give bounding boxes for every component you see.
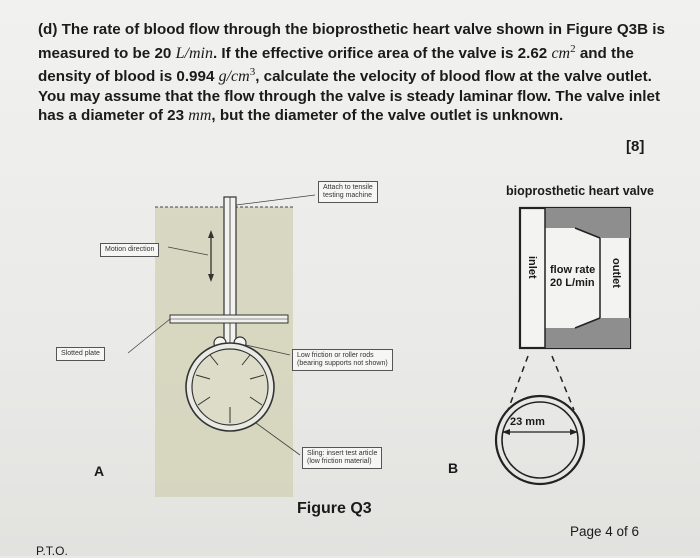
density-unit: g/cm [218,68,250,86]
figure-b: bioprosthetic heart valve inlet out [490,178,680,498]
flow-rate-label: flow rate 20 L/min [550,264,595,290]
valve-wall-top [520,208,630,238]
motion-arrow-head-up [208,230,214,238]
figure-reference: Figure Q3B [566,21,649,38]
figure-b-letter: B [448,460,459,476]
leader-attach [235,194,316,206]
friction-label-line: Low friction or roller rods [297,352,374,359]
question-text-part: , but the diameter of the valve outlet i… [211,107,564,125]
sling-label: Sling: insert test article (low friction… [302,447,383,469]
attach-label: Attach to tensile testing machine [318,181,378,203]
question-d: (d) The rate of blood flow through the b… [38,20,678,126]
question-text-part: . If the effective orifice area of the v… [212,44,552,62]
inlet-ring-outer [494,394,586,486]
converging-wall-bottom [574,317,601,329]
area-exponent: 2 [570,42,576,55]
motion-arrow-head-down [208,274,214,282]
figure-a-letter: A [94,463,105,479]
motion-direction-label: Motion direction [100,243,160,257]
test-rig-diagram [127,194,316,497]
diameter-unit: mm [188,107,212,125]
force-arrow [249,374,265,380]
leader-friction [245,344,291,356]
question-text-part: and the density of blood is 0.994 [38,44,634,86]
flow-rate-line: flow rate [550,264,596,276]
force-arrow [249,396,263,406]
figure-a: Attach to tensile testing machine Motion… [50,175,480,505]
leader-slotted [127,318,171,354]
attach-label-line: testing machine [323,192,373,199]
diameter-arrow-head-left [502,429,510,435]
flow-rate-value: 20 L/min [550,277,595,289]
leader-lines [127,194,316,456]
figure-caption: Figure Q3 [297,500,372,517]
sling-label-line: (low friction material) [307,458,372,465]
low-friction-label: Low friction or roller rods (bearing sup… [292,349,393,371]
leader-sling [255,422,301,456]
pto-label: P.T.O. [36,544,68,558]
density-exponent: 3 [249,66,256,79]
slotted-plate-label: Slotted plate [56,347,105,361]
marks-label: [8] [626,138,645,155]
sling-ring-inner [191,348,269,426]
force-arrow [209,354,219,366]
diameter-arrow-head-right [570,429,578,435]
inlet-label: inlet [526,256,538,279]
diameter-label: 23 mm [510,416,545,428]
page-number: Page 4 of 6 [570,524,640,539]
radial-force-arrows [195,354,265,423]
valve-title: bioprosthetic heart valve [506,184,654,198]
force-arrow [241,354,251,366]
attach-label-line: Attach to tensile [323,184,373,191]
valve-diagram [494,206,632,486]
flow-unit: L/min [175,44,213,62]
projection-right [551,355,575,411]
question-text-part: is measured to be 20 [38,21,665,62]
converging-wall-top [574,227,601,239]
question-text-part: , calculate the velocity of blood flow a… [38,68,661,125]
question-text-part: (d) The rate of blood flow through the b… [38,21,567,38]
area-unit: cm [551,44,571,62]
force-arrow [197,396,211,406]
outlet-label: outlet [610,258,622,288]
inlet-ring-inner [501,401,579,479]
friction-label-line: (bearing supports not shown) [297,360,388,367]
sling-label-line: Sling: insert test article [307,450,378,457]
question-text: (d) The rate of blood flow through the b… [38,20,678,126]
projection-left [507,355,529,411]
valve-wall-bottom [520,318,630,348]
leader-motion [167,246,209,256]
force-arrow [195,374,211,380]
